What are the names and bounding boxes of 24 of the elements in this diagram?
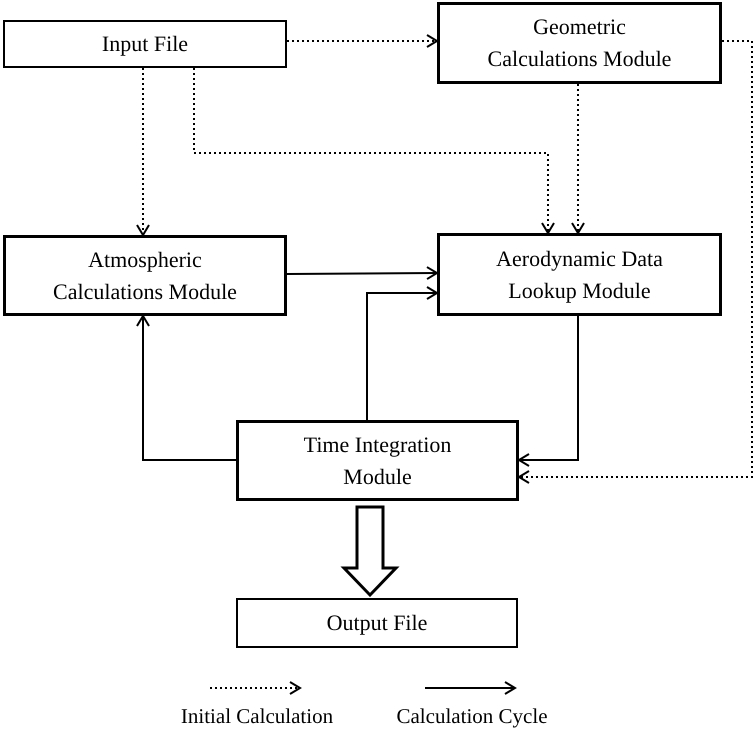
legend-label: Initial Calculation [180, 704, 334, 729]
module-box [3, 20, 287, 68]
legend-label: Calculation Cycle [396, 704, 548, 729]
box-label: Atmospheric Calculations Module [52, 246, 238, 306]
arrow [136, 315, 236, 461]
module-box [236, 420, 519, 501]
arrow [287, 266, 438, 280]
box-label: Time Integration Module [302, 430, 452, 490]
arrow [136, 68, 150, 236]
box-label: Input File [102, 30, 188, 58]
arrow [518, 40, 753, 484]
arrow [366, 286, 438, 420]
module-box [437, 233, 722, 316]
box-label: Aerodynamic Data Lookup Module [495, 244, 664, 305]
block-arrow [340, 506, 400, 598]
box-label: Geometric Calculations Module [486, 13, 672, 73]
arrow [287, 34, 438, 48]
module-box [236, 598, 518, 648]
module-box [437, 2, 722, 84]
module-box [3, 235, 287, 316]
arrow [571, 84, 585, 234]
box-label: Output File [326, 609, 428, 638]
arrow [518, 316, 579, 467]
arrow [193, 68, 555, 234]
